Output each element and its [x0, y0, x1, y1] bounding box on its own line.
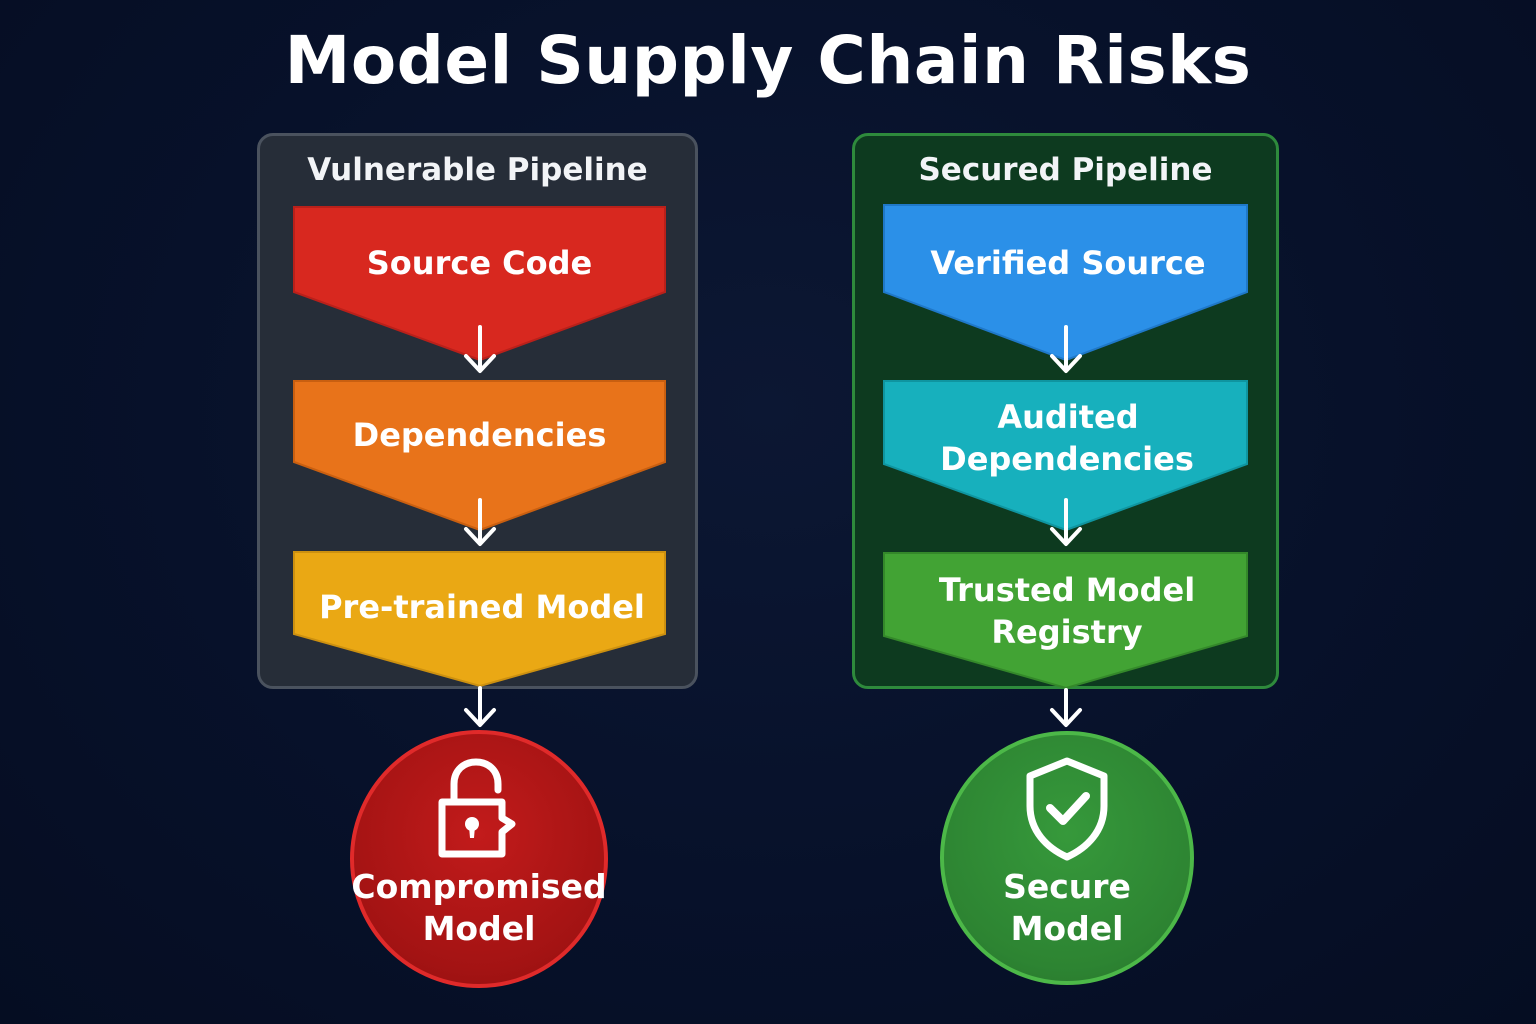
secured-flow-arrows: [1050, 325, 1082, 727]
compromised-model-label-line2: Model: [422, 909, 536, 948]
secured-pipeline-heading: Secured Pipeline: [918, 152, 1213, 188]
secure-model-label-line2: Model: [1010, 909, 1124, 948]
trusted-registry-stage-shape: [883, 552, 1248, 690]
pretrained-model-stage-shape: [293, 551, 666, 688]
shield-check-icon: [1026, 757, 1108, 861]
audited-dependencies-stage-shape: [883, 380, 1248, 532]
dependencies-stage-shape: [293, 380, 666, 532]
audited-dependencies-label-line2: Dependencies: [940, 440, 1194, 478]
verified-source-label: Verified Source: [930, 244, 1206, 282]
compromised-model-circle: [350, 730, 608, 988]
source-code-stage-shape: [293, 206, 666, 362]
compromised-model-label-line1: Compromised: [351, 867, 607, 906]
trusted-registry-label-line2: Registry: [991, 613, 1143, 651]
verified-source-stage-shape: [883, 204, 1248, 362]
secure-model-label-line1: Secure: [1003, 867, 1131, 906]
diagram-title: Model Supply Chain Risks: [284, 22, 1252, 99]
source-code-label: Source Code: [366, 244, 593, 282]
vulnerable-pipeline-heading: Vulnerable Pipeline: [307, 152, 648, 188]
unlocked-padlock-icon: [438, 758, 516, 858]
audited-dependencies-label-line1: Audited: [997, 398, 1139, 436]
trusted-registry-label-line1: Trusted Model: [938, 571, 1196, 609]
pretrained-model-label: Pre-trained Model: [319, 588, 645, 626]
vulnerable-flow-arrows: [464, 325, 496, 727]
dependencies-label: Dependencies: [352, 416, 607, 454]
